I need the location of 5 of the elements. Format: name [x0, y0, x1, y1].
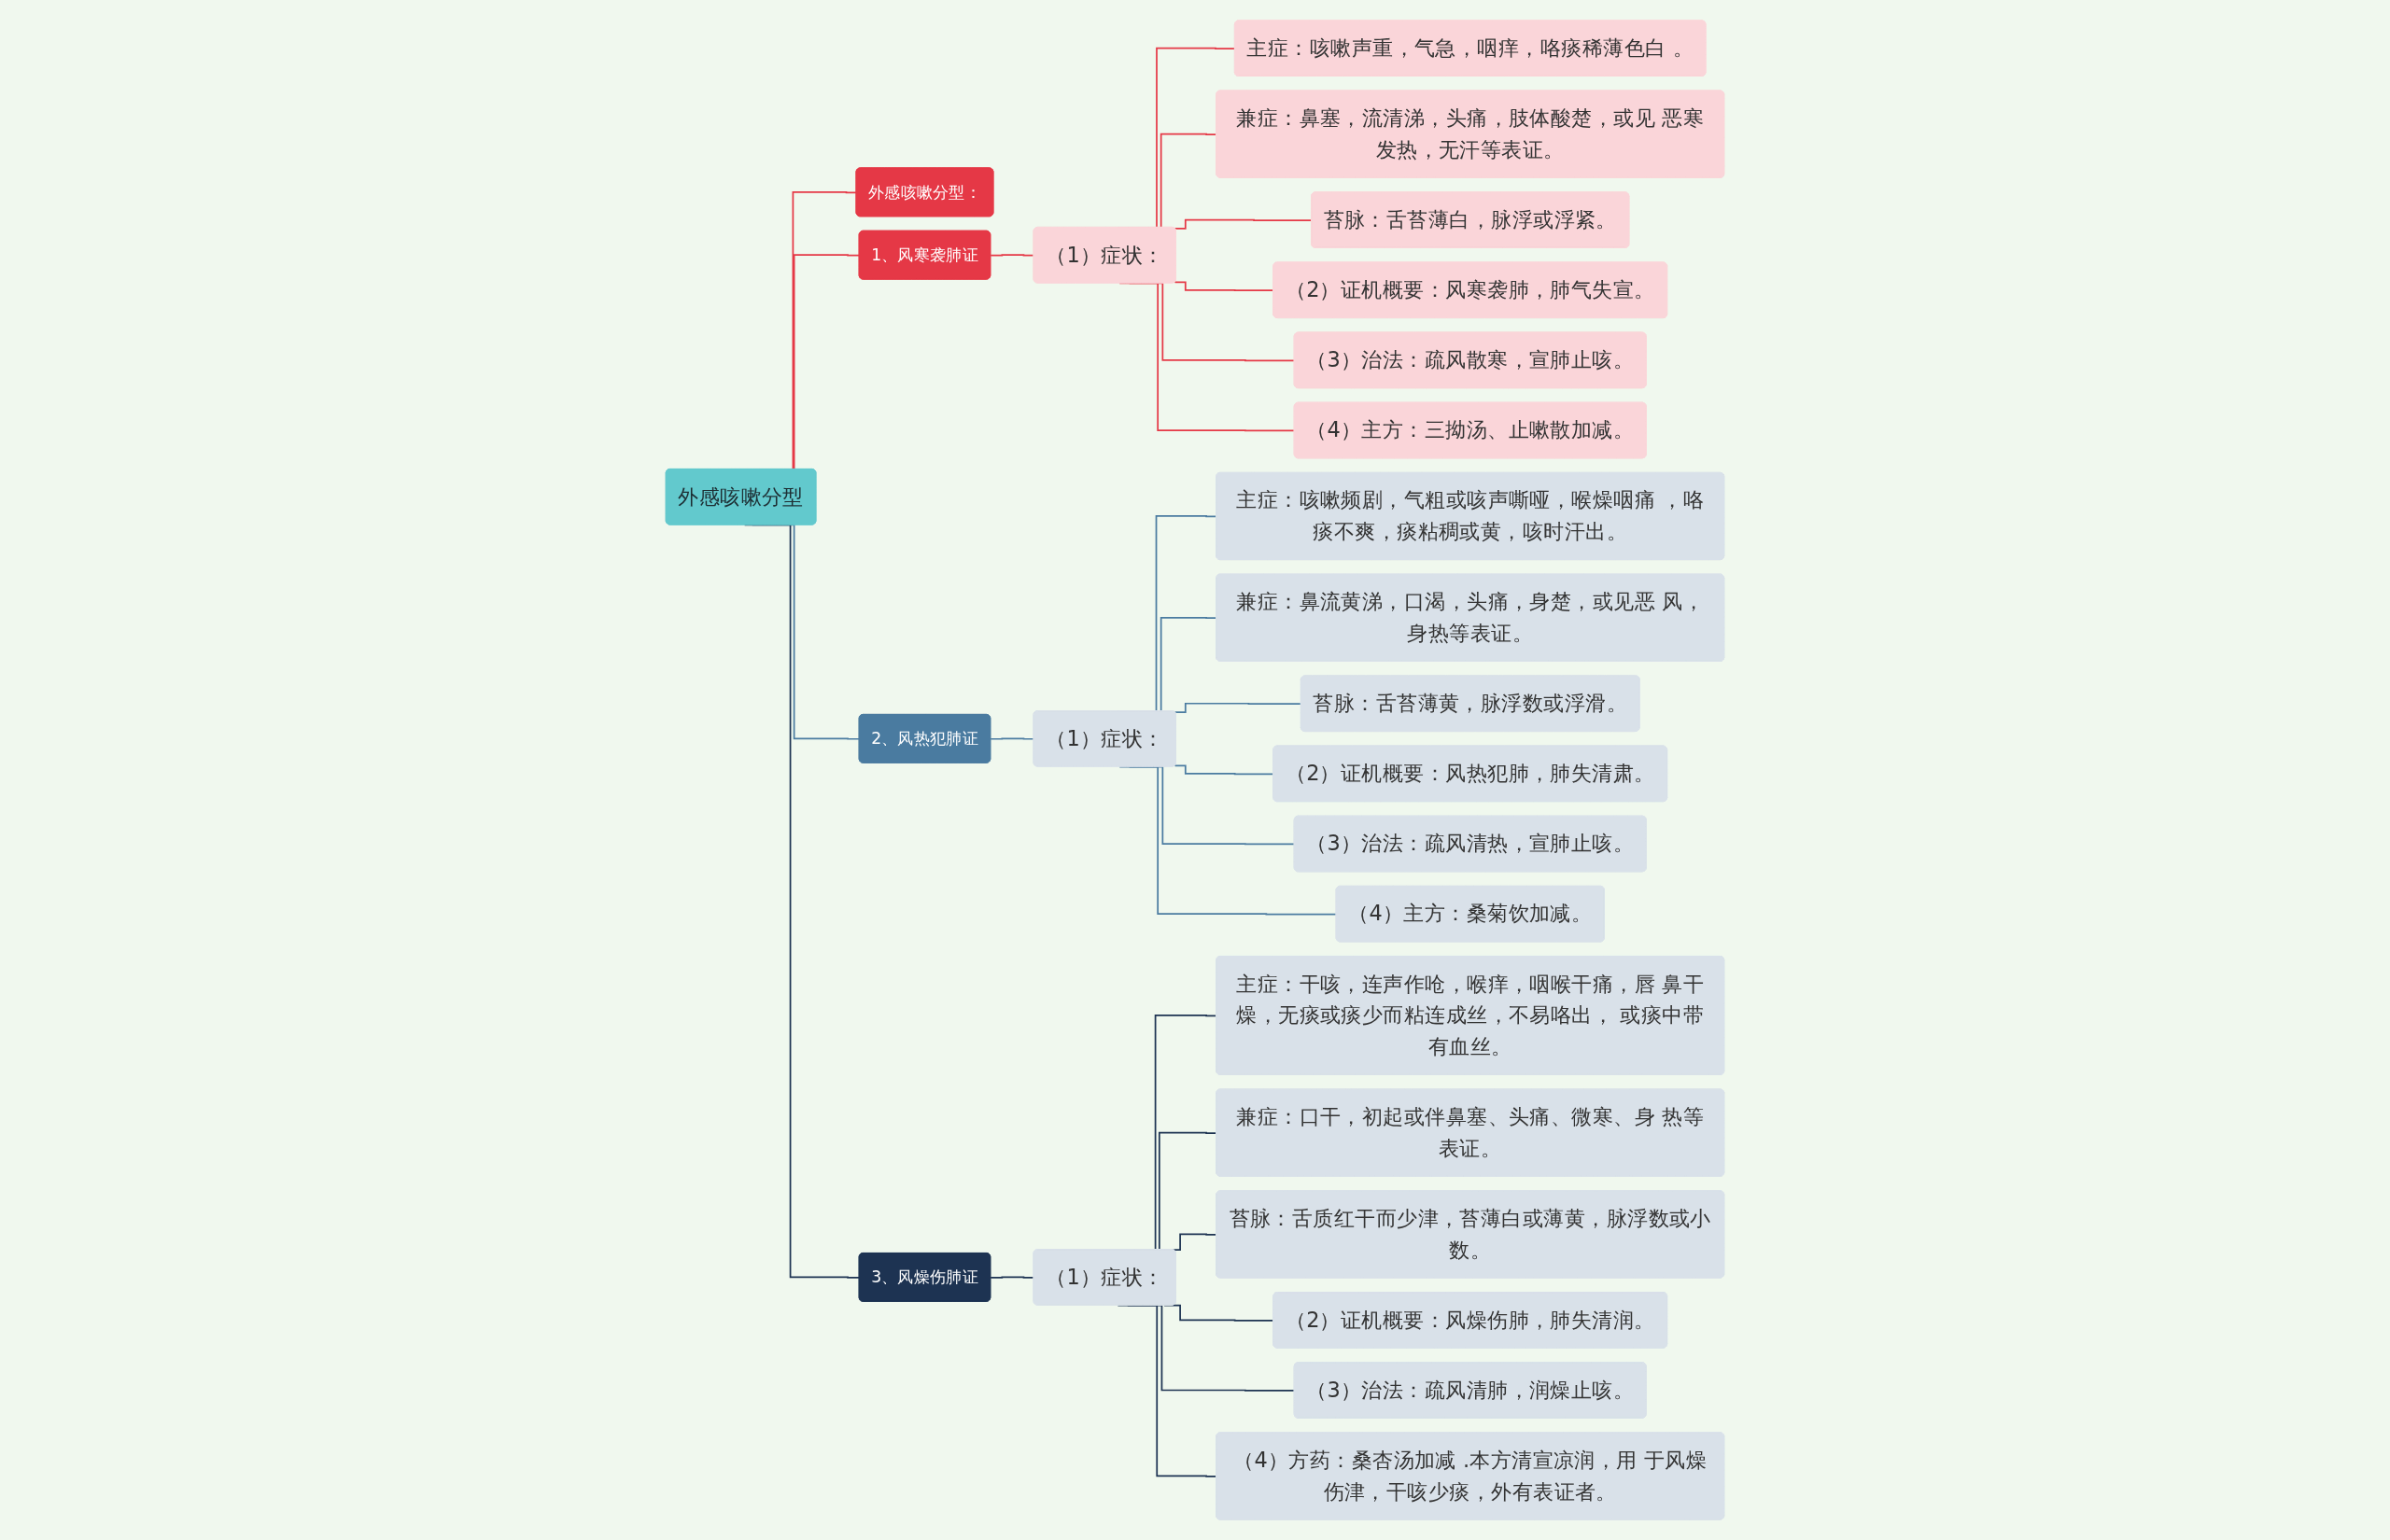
connector: [990, 254, 1035, 257]
connector: [1174, 218, 1313, 230]
connector: [1174, 702, 1302, 713]
connector: [990, 737, 1035, 740]
connector: [990, 1276, 1035, 1279]
